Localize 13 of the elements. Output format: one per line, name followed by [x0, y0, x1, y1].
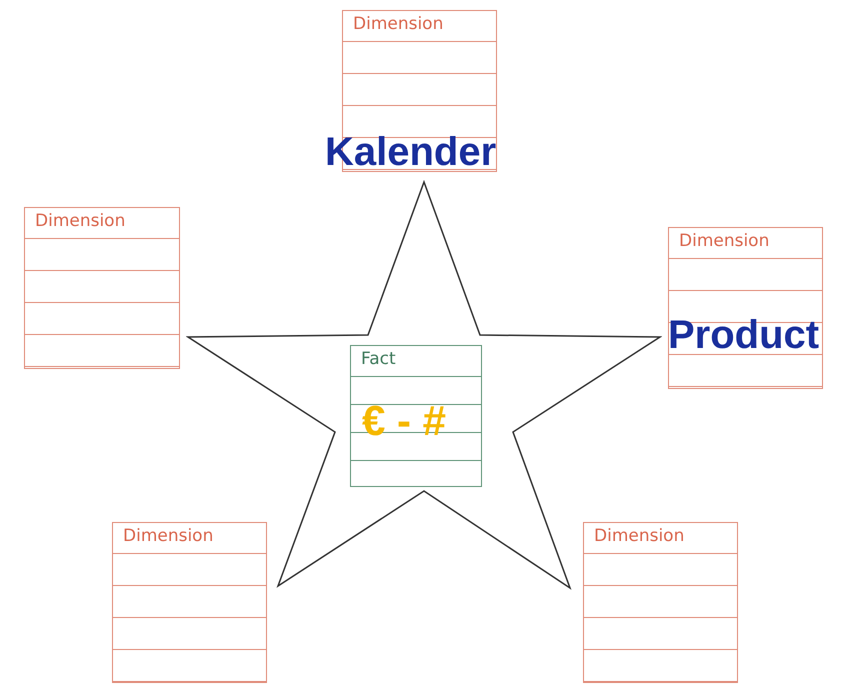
table-title: Dimension — [679, 231, 770, 251]
table-title: Dimension — [594, 526, 684, 546]
table-title: Dimension — [353, 14, 444, 34]
overlay-label: Product — [668, 315, 820, 355]
table-title: Fact — [361, 349, 396, 369]
table-card — [583, 522, 738, 683]
table-card — [112, 522, 267, 683]
table-title: Dimension — [35, 211, 126, 231]
table-card — [24, 207, 180, 369]
table-card — [668, 227, 823, 389]
table-card — [350, 345, 482, 487]
table-title: Dimension — [123, 526, 214, 546]
overlay-label: € - # — [362, 400, 446, 442]
